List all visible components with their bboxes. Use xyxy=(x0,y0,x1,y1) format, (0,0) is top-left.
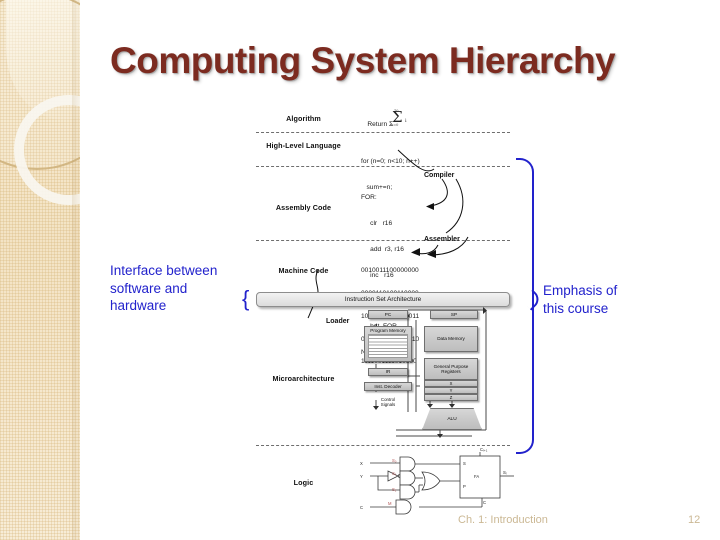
left-brace-icon: { xyxy=(242,286,250,311)
svg-text:Cᵢ₊₁: Cᵢ₊₁ xyxy=(480,447,488,452)
high-level-language-code: for (n=0; n<10; n++) sum+=n; xyxy=(361,158,420,191)
level-label-assembly-code: Assembly Code xyxy=(275,203,332,212)
svg-text:S₁: S₁ xyxy=(392,471,397,476)
band-ring-inner-icon xyxy=(14,95,80,205)
svg-text:S₂: S₂ xyxy=(392,487,397,492)
right-brace-icon xyxy=(516,158,534,454)
algorithm-expression: Return Σ xyxy=(360,112,393,138)
level-label-microarchitecture: Microarchitecture xyxy=(272,374,335,383)
page-title: Computing System Hierarchy xyxy=(110,40,616,81)
register-x: X xyxy=(424,380,478,387)
separator-assembly-machine xyxy=(256,240,510,241)
level-label-algorithm: Algorithm xyxy=(286,114,321,123)
svg-text:P: P xyxy=(463,484,466,489)
note-interface-software-hardware: Interface between software and hardware xyxy=(110,263,218,313)
level-label-logic: Logic xyxy=(293,478,314,487)
svg-text:C: C xyxy=(360,505,363,510)
svg-text:M: M xyxy=(388,501,392,506)
decorative-left-band xyxy=(0,0,80,540)
svg-text:Y: Y xyxy=(360,474,363,479)
control-signals-label: Control Signals xyxy=(380,397,396,407)
block-alu: ALU xyxy=(422,408,482,430)
svg-text:S: S xyxy=(463,461,466,466)
isa-label: Instruction Set Architecture xyxy=(344,296,422,303)
program-memory-contents xyxy=(368,334,408,358)
block-inst-decoder: Inst. Decoder xyxy=(364,382,412,391)
summation-sigma-icon: Σ n=0 10 i xyxy=(391,108,407,127)
register-y: Y xyxy=(424,387,478,394)
level-label-high-level-language: High-Level Language xyxy=(266,141,341,150)
footer-chapter-label: Ch. 1: Introduction xyxy=(458,514,548,526)
block-program-memory: Program Memory xyxy=(364,326,412,362)
svg-text:X: X xyxy=(360,461,363,466)
band-edge-gradient xyxy=(72,0,80,540)
block-general-purpose-registers: General Purpose Registers xyxy=(424,358,478,380)
separator-micro-logic xyxy=(256,445,510,446)
block-data-memory: Data Memory xyxy=(424,326,478,352)
transform-label-loader: Loader xyxy=(326,318,350,325)
transform-label-assembler: Assembler xyxy=(424,236,460,243)
svg-text:C: C xyxy=(483,500,486,505)
register-z: Z xyxy=(424,394,478,401)
algorithm-return-text: Return Σ xyxy=(367,120,394,128)
svg-text:10: 10 xyxy=(394,109,398,113)
separator-hll-assembly xyxy=(256,166,510,167)
transform-arrows xyxy=(397,149,469,258)
svg-text:n=0: n=0 xyxy=(391,123,398,127)
svg-text:Sᵢ: Sᵢ xyxy=(503,470,507,475)
svg-text:S₀: S₀ xyxy=(392,458,397,463)
block-sp: SP xyxy=(430,310,478,319)
instruction-set-architecture-bar: Instruction Set Architecture xyxy=(256,292,510,307)
block-ir: IR xyxy=(368,368,408,376)
footer-page-number: 12 xyxy=(688,514,701,526)
level-label-machine-code: Machine Code xyxy=(278,266,329,275)
separator-algorithm-hll xyxy=(256,132,510,133)
transform-label-compiler: Compiler xyxy=(424,172,455,179)
svg-text:i: i xyxy=(405,118,407,124)
logic-gate-diagram: X Y C S₀ S₁ S₂ M FA S P C Cᵢ₊₁ Sᵢ xyxy=(360,447,514,515)
svg-text:Σ: Σ xyxy=(392,108,403,126)
note-emphasis-of-this-course: Emphasis of this course xyxy=(543,283,618,316)
block-pc: PC xyxy=(368,310,408,319)
svg-text:FA: FA xyxy=(474,474,479,479)
